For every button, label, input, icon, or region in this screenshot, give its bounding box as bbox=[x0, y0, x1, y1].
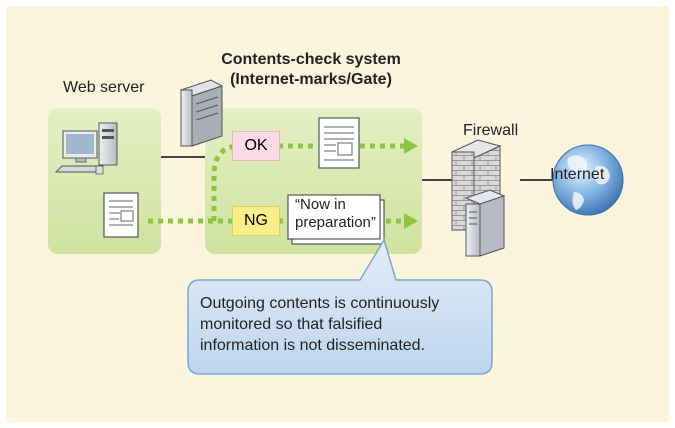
server-tower-icon bbox=[179, 79, 224, 147]
firewall-brick-icon bbox=[450, 139, 506, 257]
web-server-label: Web server bbox=[63, 79, 145, 96]
document-icon bbox=[318, 117, 360, 169]
callout-text: Outgoing contents is continuously monito… bbox=[200, 293, 439, 356]
document-icon bbox=[103, 192, 139, 238]
prep-page-icon bbox=[287, 194, 385, 245]
callout-bubble bbox=[187, 238, 493, 375]
firewall-label: Firewall bbox=[463, 122, 519, 139]
desktop-computer-icon bbox=[54, 122, 118, 175]
title-line-2: (Internet-marks/Gate) bbox=[230, 71, 392, 88]
title-line-1: Contents-check system bbox=[221, 51, 401, 68]
callout-line-1: Outgoing contents is continuously bbox=[200, 295, 440, 312]
prep-page-text: “Now in preparation” bbox=[295, 196, 376, 231]
callout-line-3: information is not disseminated. bbox=[200, 337, 425, 354]
internet-label: Internet bbox=[550, 166, 605, 183]
ng-badge: NG bbox=[232, 206, 280, 236]
ok-badge: OK bbox=[232, 131, 280, 161]
globe-icon bbox=[552, 144, 624, 216]
arrow-heads bbox=[404, 138, 418, 229]
callout-line-2: monitored so that falsified bbox=[200, 316, 383, 333]
system-title: Contents-check system (Internet-marks/Ga… bbox=[196, 50, 426, 90]
